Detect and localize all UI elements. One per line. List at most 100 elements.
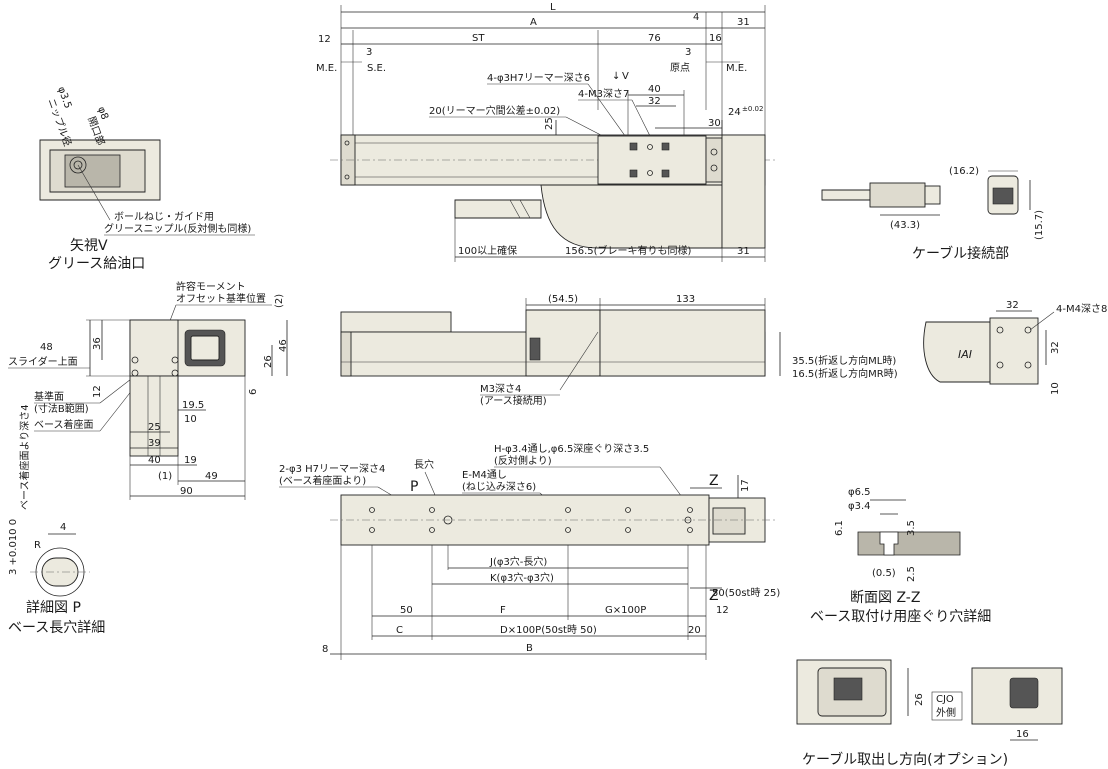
label-R: R: [34, 540, 41, 551]
dim-ST: ST: [472, 33, 485, 44]
slider-end-cover: [705, 137, 723, 183]
dim-46: 46: [278, 339, 289, 352]
label-Z-top: Z: [709, 473, 719, 489]
mounting-holes: [344, 140, 718, 180]
label-grease-note-2: グリースニップル(反対側も同様): [104, 222, 251, 235]
dim-F: F: [500, 605, 506, 616]
dim-39: 39: [148, 438, 161, 449]
dim-19-5: 19.5: [182, 400, 204, 411]
dim-17: 17: [740, 479, 751, 492]
end-view: 許容モーメント オフセット基準位置 (2) 48 スライダー上面 36 12 4…: [8, 280, 289, 500]
dim-phi-6-5: φ6.5: [848, 487, 871, 498]
label-m4: 4-M4深さ8: [1056, 303, 1107, 315]
label-clearance: 100以上確保: [458, 244, 517, 257]
dim-10: 10: [184, 414, 197, 425]
label-P: P: [410, 479, 418, 495]
dim-32-vert: 32: [1050, 341, 1061, 354]
caption-section-z: 断面図 Z-Z: [850, 590, 920, 606]
caption-view-v: 矢視V: [70, 238, 108, 254]
dim-phi-3-4: φ3.4: [848, 501, 871, 512]
dim-DP: D×100P(50st時 50): [500, 624, 597, 636]
caption-detail-p: 詳細図 P: [26, 600, 81, 616]
label-ME-left: M.E.: [316, 63, 337, 74]
top-view: L A 4 31 12 ST 76 16 3 3 M.E. S.E. 原点 M.…: [316, 2, 775, 262]
dim-50: 50: [400, 605, 413, 616]
grease-view: φ3.5 ニップル径 φ8 開口部 ボールねじ・ガイド用 グリースニップル(反対…: [39, 85, 255, 272]
dim-16-opt: 16: [1016, 729, 1029, 740]
label-depth-4: ベース着座面より深さ4: [18, 404, 31, 510]
dim-20: 20: [688, 625, 701, 636]
dim-L: L: [550, 2, 556, 13]
dim-12-top: 12: [318, 34, 331, 45]
dim-54-5: (54.5): [548, 294, 578, 305]
dim-32: 32: [648, 96, 661, 107]
label-moment-1: 許容モーメント: [176, 280, 246, 293]
dim-31-bottom: 31: [737, 246, 750, 257]
dim-48: 48: [40, 342, 53, 353]
label-h-hole: H-φ3.4通し,φ6.5深座ぐり深さ3.5: [494, 442, 649, 455]
dim-6-1: 6.1: [834, 520, 845, 536]
dim-43-3: (43.3): [890, 220, 920, 231]
dim-26-opt: 26: [914, 693, 925, 706]
dim-49: 49: [205, 471, 218, 482]
label-reamer-pitch: 20(リーマー穴間公差±0.02): [429, 104, 560, 117]
dim-0-5: (0.5): [872, 568, 896, 579]
side-view: (54.5) 133 M3深さ4 (アース接続用) 35.5(折返し方向ML時)…: [340, 294, 898, 407]
label-SE: S.E.: [367, 63, 386, 74]
dim-24: 24: [728, 107, 741, 118]
label-brake: 156.5(ブレーキ有りも同様): [565, 244, 692, 257]
label-view-v: V: [622, 71, 629, 82]
dim-2-5: 2.5: [906, 566, 917, 582]
dim-8: 8: [322, 644, 328, 655]
label-slider-top: スライダー上面: [8, 355, 78, 368]
iai-logo: IAI: [958, 348, 972, 361]
label-pin-2: 2-φ3 H7リーマー深さ4: [279, 463, 385, 475]
label-e-m4: E-M4通し: [462, 469, 507, 481]
label-ref-face: 基準面: [34, 390, 64, 403]
dim-76: 76: [648, 33, 661, 44]
label-origin: 原点: [670, 62, 690, 74]
dim-B: B: [526, 643, 533, 654]
dim-15-7: (15.7): [1034, 210, 1045, 240]
dim-4: 4: [693, 12, 699, 23]
section-z: φ6.5 φ3.4 6.1 3.5 (0.5) 2.5 断面図 Z-Z ベース取…: [810, 487, 991, 625]
dim-50-right: 50(50st時 25): [712, 587, 780, 599]
dim-1: (1): [158, 471, 172, 482]
cable-connector-view: (16.2) (43.3) (15.7) ケーブル接続部: [821, 166, 1045, 262]
label-e-m4-2: (ねじ込み深さ6): [462, 481, 536, 493]
motor-cable: [454, 199, 542, 219]
dim-40: 40: [648, 84, 661, 95]
label-h-hole-2: (反対側より): [494, 454, 552, 467]
dim-26: 26: [263, 355, 274, 368]
caption-counterbore: ベース取付け用座ぐり穴詳細: [810, 609, 991, 625]
caption-cable: ケーブル接続部: [912, 245, 1009, 262]
dim-30: 30: [708, 118, 721, 129]
label-grease-note-1: ボールねじ・ガイド用: [114, 211, 214, 223]
label-ME-right: M.E.: [726, 63, 747, 74]
dim-32-motor: 32: [1006, 300, 1019, 311]
dim-3-left: 3: [366, 47, 372, 58]
dim-4-p: 4: [60, 522, 66, 533]
bottom-view: H-φ3.4通し,φ6.5深座ぐり深さ3.5 (反対側より) 長穴 2-φ3 H…: [279, 442, 780, 660]
option-view: 26 CJO 外側 16 ケーブル取出し方向(オプション): [796, 659, 1063, 768]
dim-K: K(φ3穴-φ3穴): [490, 571, 554, 584]
view-v-arrow-icon: ↓: [612, 71, 620, 82]
dim-36: 36: [92, 337, 103, 350]
dim-phi-8: φ8: [95, 105, 110, 121]
base-holes: [369, 507, 693, 533]
dim-A: A: [530, 17, 537, 28]
label-ref-range: (寸法B範囲): [34, 402, 89, 415]
label-base-seat: ベース着座面: [34, 418, 94, 431]
label-m3-earth: M3深さ4: [480, 383, 521, 395]
dim-12-end: 12: [92, 385, 103, 398]
dim-133: 133: [676, 294, 695, 305]
label-ml: 35.5(折返し方向ML時): [792, 354, 896, 367]
label-mr: 16.5(折返し方向MR時): [792, 367, 898, 380]
label-moment-2: オフセット基準位置: [176, 292, 266, 305]
dim-3-right: 3: [685, 47, 691, 58]
motor-cover: [721, 134, 766, 249]
label-m3-depth: 4-M3深さ7: [578, 88, 629, 100]
dim-16: 16: [709, 33, 722, 44]
dim-25: 25: [544, 117, 555, 130]
